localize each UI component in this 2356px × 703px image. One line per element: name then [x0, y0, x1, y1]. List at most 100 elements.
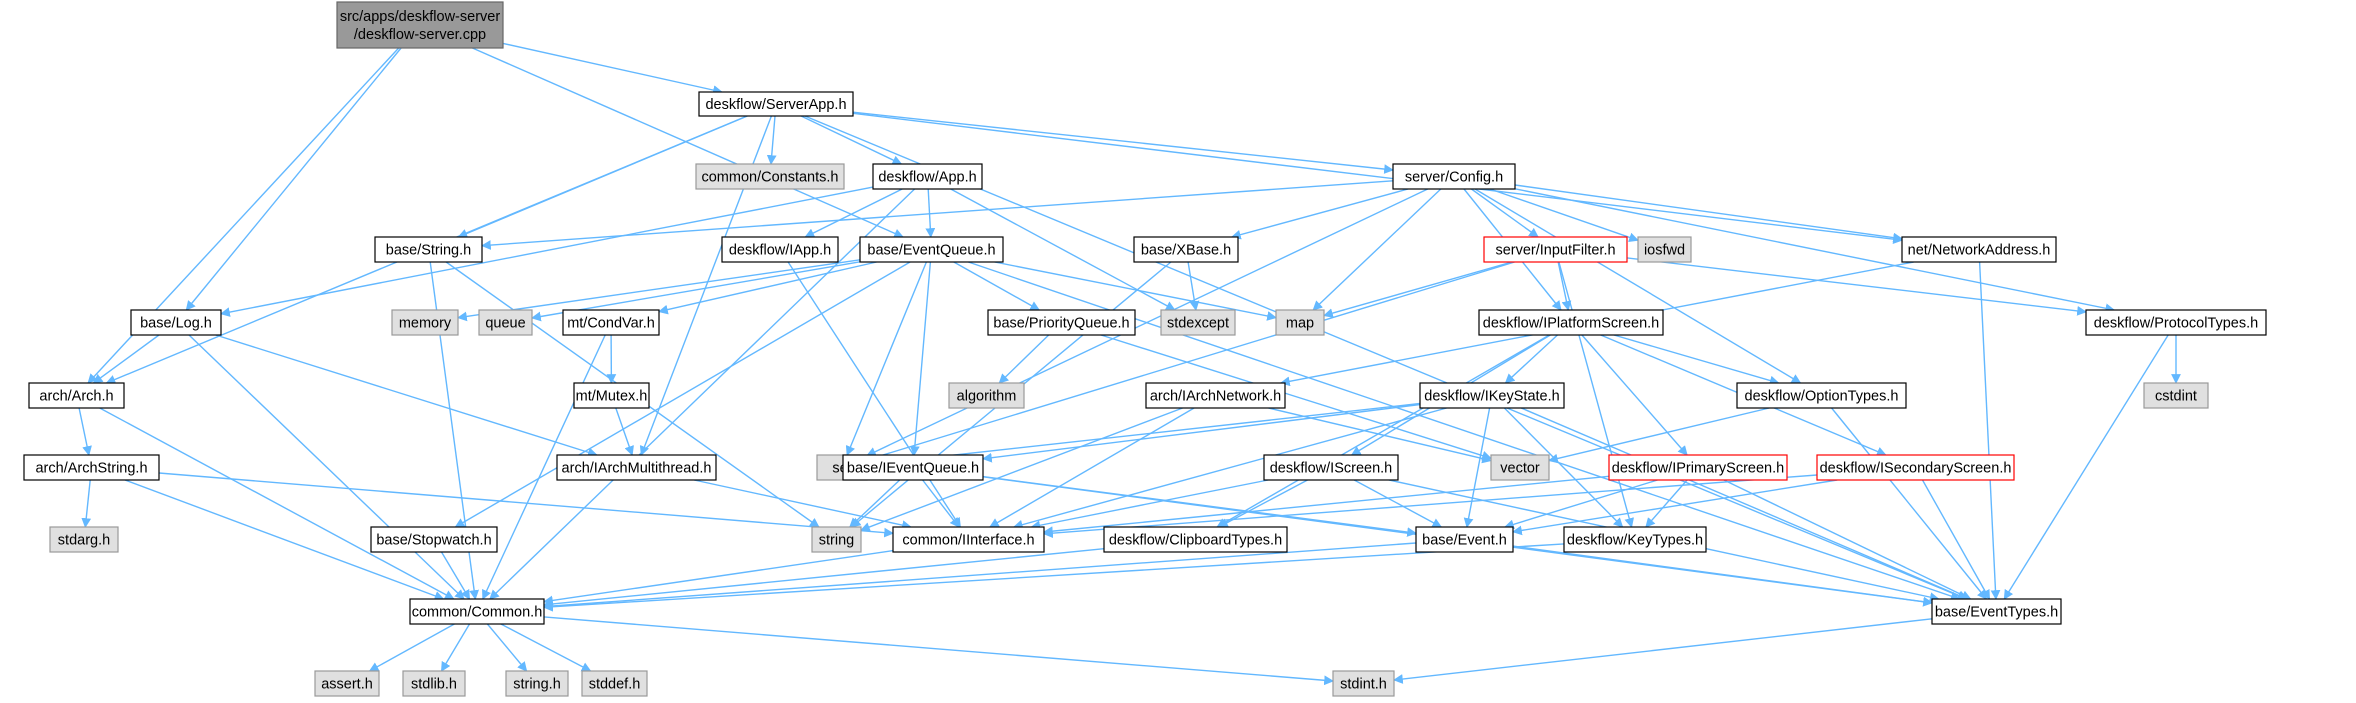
node-label-arch: arch/Arch.h — [39, 389, 113, 405]
node-log[interactable]: base/Log.h — [130, 309, 222, 336]
edge-optiontypes-to-vector — [1548, 407, 1770, 464]
node-stdint: stdint.h — [1332, 670, 1395, 697]
edge-iscreen-to-iinterface — [1030, 479, 1269, 531]
node-prototypes[interactable]: deskflow/ProtocolTypes.h — [2085, 309, 2267, 336]
node-ieventqueue[interactable]: base/IEventQueue.h — [842, 454, 984, 481]
edge-cliptypes-to-common — [543, 548, 1105, 609]
node-netaddr[interactable]: net/NetworkAddress.h — [1901, 236, 2057, 263]
node-xbase[interactable]: base/XBase.h — [1133, 236, 1239, 263]
node-serverapp[interactable]: deskflow/ServerApp.h — [698, 91, 854, 117]
node-root[interactable]: src/apps/deskflow-server/deskflow-server… — [336, 1, 504, 49]
node-label-prototypes: deskflow/ProtocolTypes.h — [2094, 316, 2258, 332]
node-label-pqueue: base/PriorityQueue.h — [993, 316, 1129, 332]
node-ikeystate[interactable]: deskflow/IKeyState.h — [1419, 382, 1565, 409]
node-mutex[interactable]: mt/Mutex.h — [573, 382, 650, 409]
edge-iarchmt-to-iinterface — [693, 479, 912, 530]
node-config[interactable]: server/Config.h — [1392, 163, 1516, 190]
node-label-stdint: stdint.h — [1340, 677, 1387, 693]
edge-iapp-to-iinterface — [787, 261, 961, 528]
node-box-log — [130, 309, 222, 336]
node-iarchnet[interactable]: arch/IArchNetwork.h — [1145, 382, 1286, 409]
node-label-stdexcept: stdexcept — [1167, 316, 1229, 332]
node-box-root — [336, 1, 504, 49]
edge-isecondary-to-iinterface — [1043, 474, 1818, 539]
node-label-root-line2: /deskflow-server.cpp — [354, 27, 486, 43]
node-label-ikeystate: deskflow/IKeyState.h — [1424, 389, 1559, 405]
edge-stopwatch-to-common — [440, 551, 471, 600]
node-label-inputfilter: server/InputFilter.h — [1495, 243, 1615, 259]
node-memory: memory — [391, 309, 459, 336]
edge-iscreen-to-cliptypes — [1218, 479, 1308, 528]
node-keytypes[interactable]: deskflow/KeyTypes.h — [1563, 526, 1707, 553]
node-eventtypes[interactable]: base/EventTypes.h — [1931, 598, 2062, 625]
edge-app-to-stdexcept — [950, 188, 1176, 311]
node-box-eventqueue — [859, 236, 1004, 263]
edge-ieventqueue-to-iinterface — [922, 479, 960, 528]
node-app[interactable]: deskflow/App.h — [872, 163, 983, 190]
edge-config-to-netaddr — [1514, 184, 1903, 243]
node-label-constants: common/Constants.h — [701, 170, 838, 186]
node-eventqueue[interactable]: base/EventQueue.h — [859, 236, 1004, 263]
edge-archstring-to-iinterface — [158, 472, 894, 538]
node-event[interactable]: base/Event.h — [1415, 526, 1514, 553]
node-box-keytypes — [1563, 526, 1707, 553]
edge-root-to-arch — [87, 47, 400, 384]
edge-inputfilter-to-set — [866, 261, 1515, 463]
node-condvar[interactable]: mt/CondVar.h — [562, 309, 660, 336]
node-label-iosfwd: iosfwd — [1644, 243, 1685, 259]
nodes-layer: src/apps/deskflow-server/deskflow-server… — [23, 1, 2267, 697]
edge-app-to-eventqueue — [925, 188, 936, 238]
node-label-keytypes: deskflow/KeyTypes.h — [1567, 533, 1703, 549]
edge-ikeystate-to-eventtypes — [1520, 407, 1969, 601]
node-label-stringh: string.h — [513, 677, 561, 693]
node-cliptypes[interactable]: deskflow/ClipboardTypes.h — [1103, 526, 1288, 553]
node-iinterface[interactable]: common/IInterface.h — [892, 526, 1045, 553]
edge-pqueue-to-algorithm — [998, 334, 1050, 384]
node-box-iosfwd — [1637, 236, 1692, 263]
node-box-queue — [478, 309, 533, 336]
node-stopwatch[interactable]: base/Stopwatch.h — [370, 526, 498, 553]
node-isecondary[interactable]: deskflow/ISecondaryScreen.h — [1816, 454, 2015, 481]
node-box-prototypes — [2085, 309, 2267, 336]
edge-pqueue-to-vector — [1100, 334, 1492, 461]
edge-iinterface-to-common — [543, 549, 894, 606]
node-label-optiontypes: deskflow/OptionTypes.h — [1745, 389, 1899, 405]
node-iapp[interactable]: deskflow/IApp.h — [721, 236, 839, 263]
node-stdlib: stdlib.h — [402, 670, 466, 697]
node-archstring[interactable]: arch/ArchString.h — [23, 454, 160, 481]
node-pqueue[interactable]: base/PriorityQueue.h — [987, 309, 1136, 336]
edge-serverapp-to-config — [852, 111, 1394, 174]
node-arch[interactable]: arch/Arch.h — [28, 382, 125, 409]
node-box-memory — [391, 309, 459, 336]
node-box-arch — [28, 382, 125, 409]
edge-string_h-to-common — [429, 261, 479, 600]
node-iprimary[interactable]: deskflow/IPrimaryScreen.h — [1608, 454, 1788, 481]
edge-ikeystate-to-ieventqueue — [982, 403, 1421, 463]
edge-prototypes-to-eventtypes — [2003, 334, 2169, 600]
node-optiontypes[interactable]: deskflow/OptionTypes.h — [1736, 382, 1907, 409]
node-box-serverapp — [698, 91, 854, 117]
node-label-serverapp: deskflow/ServerApp.h — [705, 97, 846, 113]
node-iscreen[interactable]: deskflow/IScreen.h — [1263, 454, 1399, 481]
edge-keytypes-to-common — [543, 543, 1565, 612]
node-iarchmt[interactable]: arch/IArchMultithread.h — [556, 454, 717, 481]
edge-iprimary-to-iinterface — [1043, 475, 1610, 537]
node-inputfilter[interactable]: server/InputFilter.h — [1483, 236, 1628, 263]
edge-log-to-common — [188, 334, 465, 600]
edge-iarchnet-to-iinterface — [989, 407, 1195, 528]
node-common[interactable]: common/Common.h — [409, 598, 545, 625]
node-box-iarchnet — [1145, 382, 1286, 409]
node-string_h[interactable]: base/String.h — [374, 236, 483, 263]
node-box-vector — [1490, 454, 1550, 481]
node-box-mutex — [573, 382, 650, 409]
edge-ikeystate-to-iinterface — [1012, 407, 1447, 530]
node-stddef: stddef.h — [581, 670, 648, 697]
edge-app-to-common — [489, 188, 916, 600]
node-iplatform[interactable]: deskflow/IPlatformScreen.h — [1478, 309, 1664, 336]
edge-eventqueue-to-condvar — [658, 261, 877, 315]
edge-condvar-to-common — [482, 334, 606, 600]
node-box-iprimary — [1608, 454, 1788, 481]
node-label-config: server/Config.h — [1405, 170, 1503, 186]
node-box-netaddr — [1901, 236, 2057, 263]
node-label-assert: assert.h — [321, 677, 373, 693]
